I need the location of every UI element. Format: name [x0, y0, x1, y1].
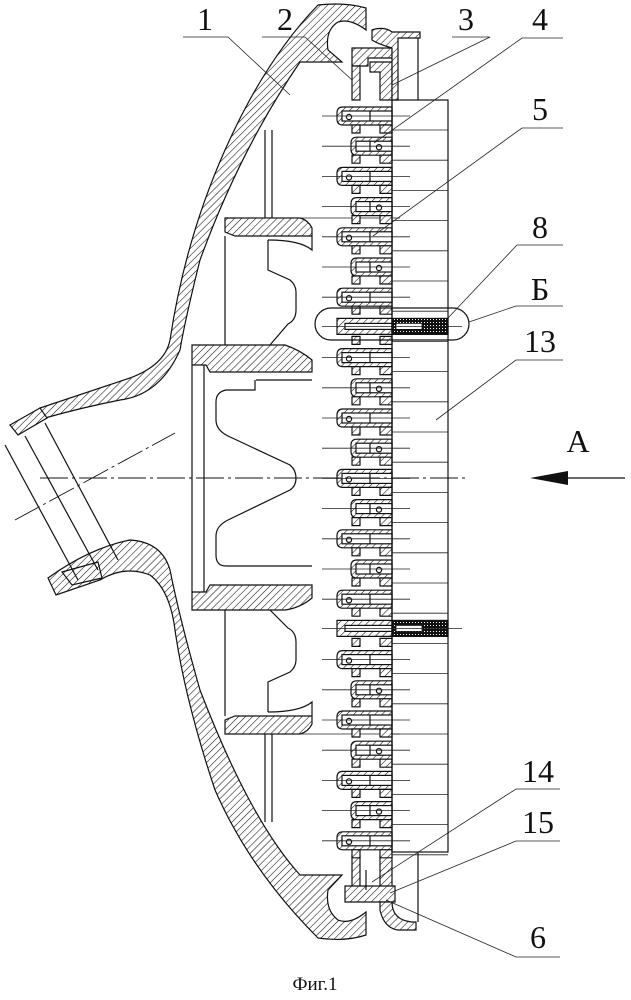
spacer-right — [379, 607, 393, 617]
spacer-left — [351, 275, 361, 285]
spacer-left — [351, 788, 361, 798]
injector-orifice — [345, 717, 353, 725]
spacer-left — [351, 607, 361, 617]
spacer-left — [351, 184, 361, 194]
spacer-right — [379, 426, 393, 436]
view-arrow-a: A — [530, 423, 625, 485]
spacer-right — [379, 788, 393, 798]
injector-orifice — [375, 143, 383, 151]
callout-3: 3 — [458, 1, 474, 37]
injector-orifice — [375, 204, 383, 211]
spacer-left — [351, 456, 361, 466]
spacer-left — [351, 396, 361, 406]
spacer-right — [379, 184, 393, 194]
detail-callout-b — [314, 307, 470, 341]
spacer-left — [351, 366, 361, 376]
spacer-right — [379, 245, 393, 255]
injector-column — [322, 106, 462, 859]
injector-orifice — [345, 657, 353, 664]
callout-5: 5 — [532, 91, 548, 127]
spacer-left — [351, 124, 361, 134]
spacer-right — [379, 819, 393, 829]
figure-caption: Фиг.1 — [292, 974, 337, 995]
spacer-right — [379, 577, 393, 587]
injector-orifice — [375, 808, 383, 815]
injector-orifice — [345, 536, 353, 544]
injector-orifice — [345, 778, 353, 785]
callout-1: 1 — [197, 1, 213, 37]
spacer-left — [351, 577, 361, 587]
spacer-left — [351, 728, 361, 738]
spacer-right — [379, 668, 393, 678]
spacer-right — [379, 275, 393, 285]
injector-orifice — [345, 174, 353, 181]
spacer-right — [379, 154, 393, 164]
spacer-left — [351, 668, 361, 678]
injector-orifice — [375, 446, 383, 453]
spacer-right — [379, 366, 393, 376]
callout-15: 15 — [522, 804, 554, 840]
injector-orifice — [345, 234, 353, 241]
face-plate-grid — [392, 129, 448, 856]
injector-orifice — [345, 415, 353, 423]
spacer-right — [379, 758, 393, 768]
hub-body — [191, 130, 400, 822]
spacer-right — [379, 728, 393, 738]
injector-orifice — [375, 506, 383, 513]
spacer-left — [351, 154, 361, 164]
inlet-nozzle — [4, 407, 176, 586]
injector-orifice — [345, 597, 353, 604]
spacer-left — [351, 426, 361, 436]
injector-orifice — [375, 687, 383, 695]
callout-leaders: 1 2 3 4 5 8 Б 13 14 15 6 — [183, 1, 563, 958]
top-ring — [351, 27, 421, 101]
spacer-right — [379, 396, 393, 406]
view-label-a: A — [566, 423, 589, 459]
spacer-left — [351, 758, 361, 768]
spacer-right — [379, 456, 393, 466]
injector-orifice — [345, 113, 353, 121]
callout-13: 13 — [524, 323, 556, 359]
injector-orifice — [375, 566, 383, 574]
spacer-left — [351, 637, 361, 647]
bottom-ring — [344, 852, 419, 931]
injector-orifice — [345, 355, 353, 362]
spacer-left — [351, 245, 361, 255]
spacer-right — [379, 486, 393, 496]
callout-8: 8 — [532, 209, 548, 245]
injector-orifice — [375, 748, 383, 755]
callout-detail-b: Б — [531, 271, 549, 307]
spacer-left — [351, 849, 361, 859]
spacer-left — [351, 547, 361, 557]
spacer-left — [351, 486, 361, 496]
injector-orifice — [345, 295, 353, 302]
callout-4: 4 — [532, 1, 548, 37]
injector-orifice — [375, 385, 383, 392]
callout-6: 6 — [530, 919, 546, 955]
outer-shell — [39, 3, 367, 941]
spacer-right — [379, 698, 393, 708]
callout-14: 14 — [522, 753, 554, 789]
injector-orifice — [375, 264, 383, 272]
callout-2: 2 — [277, 1, 293, 37]
spacer-right — [379, 547, 393, 557]
spacer-right — [379, 517, 393, 527]
spacer-left — [351, 819, 361, 829]
spacer-left — [351, 698, 361, 708]
spacer-right — [379, 215, 393, 225]
injector-orifice — [345, 838, 353, 846]
spacer-left — [351, 215, 361, 225]
face-plate — [391, 99, 449, 856]
spacer-right — [379, 637, 393, 647]
spacer-right — [379, 849, 393, 859]
spacer-left — [351, 517, 361, 527]
